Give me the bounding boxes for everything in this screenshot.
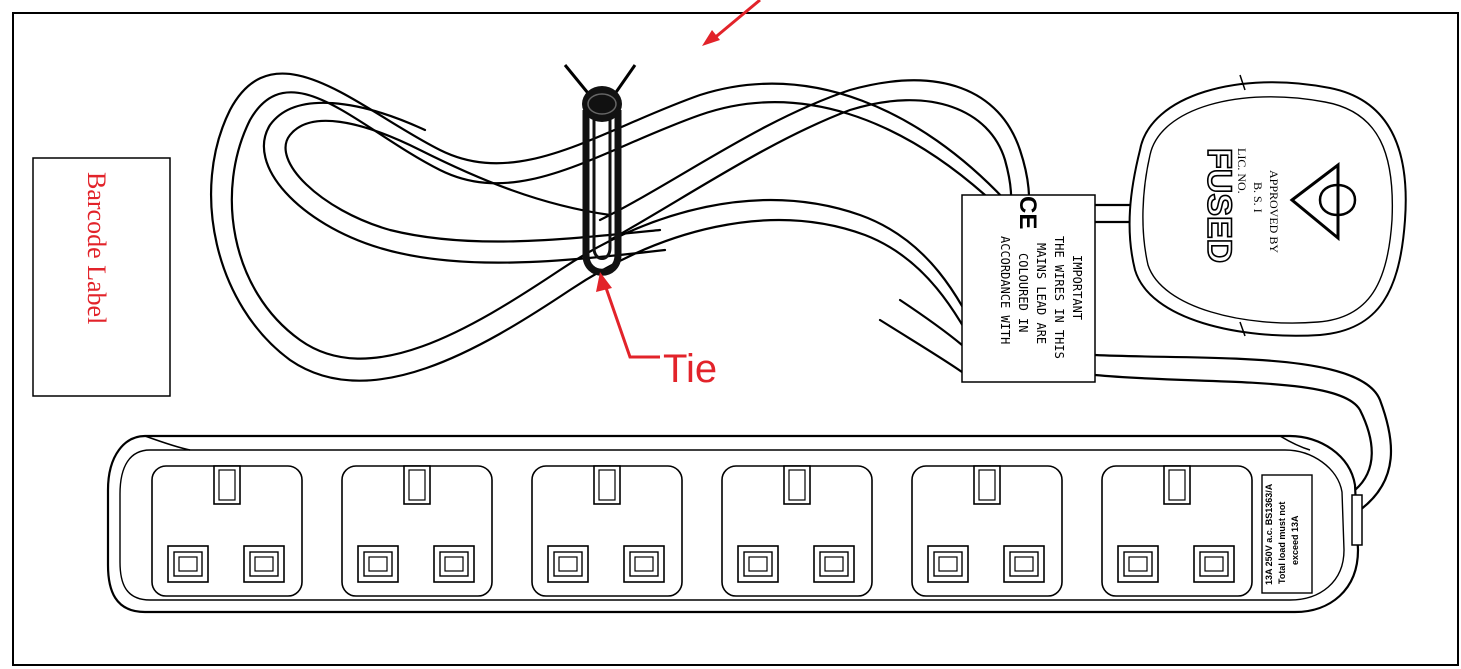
rating-label-line-3: exceed 13A bbox=[1290, 515, 1300, 565]
rating-label-line-2: Total load must not bbox=[1277, 502, 1287, 584]
socket bbox=[341, 465, 493, 597]
socket bbox=[151, 465, 303, 597]
plug-approved-line-3: LIC. NO. bbox=[1235, 148, 1249, 194]
power-strip: 13A 250V a.c. BS1363/A Total load must n… bbox=[106, 434, 1363, 614]
tie-callout-text: Tie bbox=[663, 347, 717, 391]
cord-tag-line-5: ACCORDANCE WITH bbox=[998, 236, 1012, 344]
cord-tag-line-1: IMPORTANT bbox=[1070, 255, 1084, 320]
cord-tag-line-4: COLOURED IN bbox=[1016, 253, 1030, 332]
cord-tag-ce-mark: CE bbox=[1014, 196, 1041, 229]
drawing-frame bbox=[12, 12, 1459, 666]
plug-approved-line-2: B. S. I bbox=[1251, 182, 1265, 213]
barcode-label-text: Barcode Label bbox=[82, 172, 111, 324]
tie-callout: Tie bbox=[596, 272, 717, 391]
top-annotation-arrow bbox=[702, 0, 761, 46]
plug-approved-line-1: APPROVED BY bbox=[1267, 170, 1281, 253]
cord-tag-line-2: THE WIRES IN THIS bbox=[1052, 236, 1066, 359]
plug-fused-text: FUSED bbox=[1200, 148, 1238, 263]
barcode-label-box: Barcode Label bbox=[32, 157, 171, 397]
socket bbox=[1101, 465, 1253, 597]
rating-label: 13A 250V a.c. BS1363/A Total load must n… bbox=[1261, 474, 1313, 594]
cord-tag: CE IMPORTANT THE WIRES IN THIS MAINS LEA… bbox=[961, 194, 1096, 383]
socket bbox=[911, 465, 1063, 597]
socket bbox=[721, 465, 873, 597]
cable-tie bbox=[563, 64, 637, 276]
socket bbox=[531, 465, 683, 597]
plug: APPROVED BY B. S. I LIC. NO. FUSED bbox=[1128, 74, 1407, 337]
cord-tag-line-3: MAINS LEAD ARE bbox=[1034, 243, 1048, 344]
socket-row bbox=[151, 465, 1253, 597]
rating-label-line-1: 13A 250V a.c. BS1363/A bbox=[1264, 483, 1274, 585]
kitemark-icon bbox=[1289, 161, 1357, 242]
